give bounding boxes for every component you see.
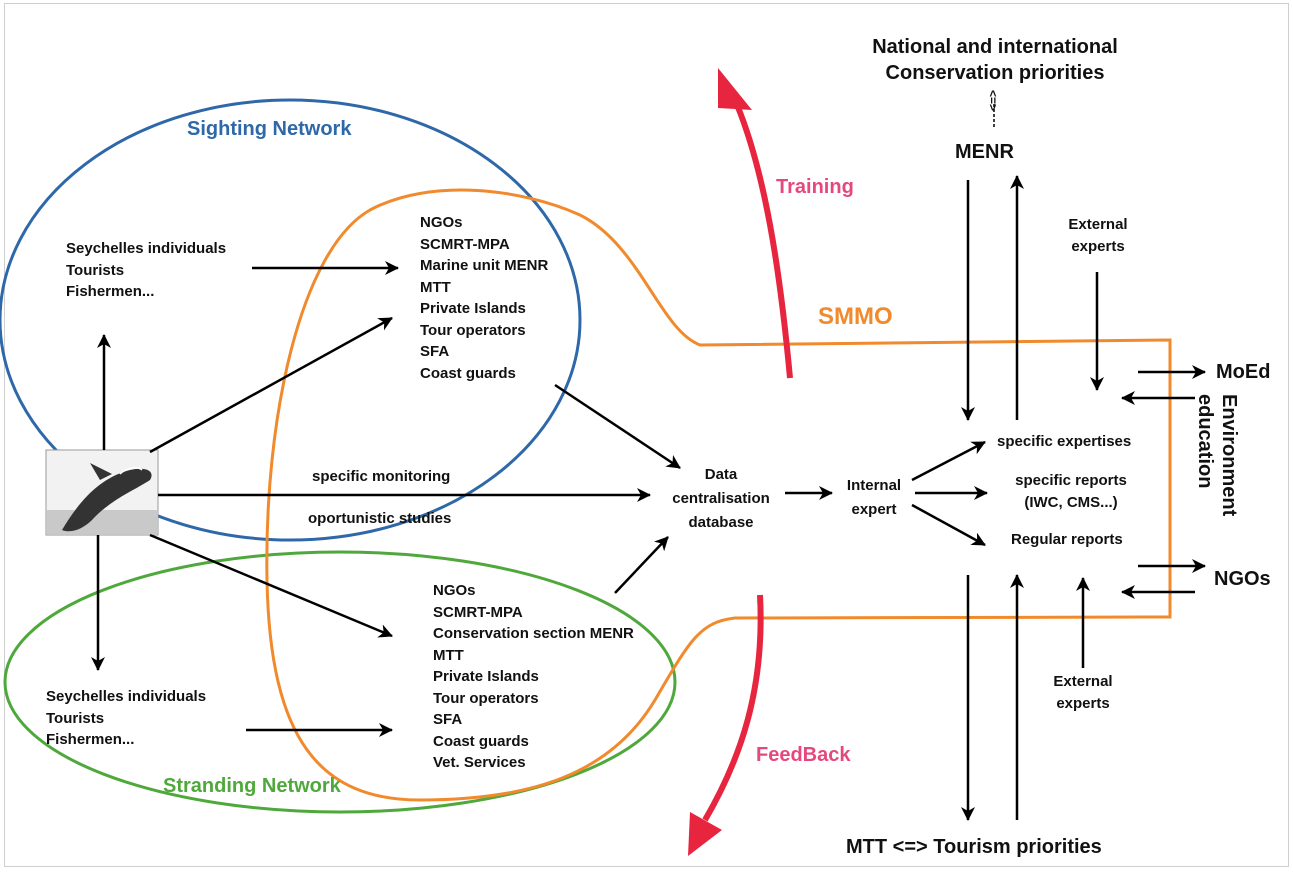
environment-education-label-2: education bbox=[1194, 394, 1216, 489]
stranding-network-ellipse bbox=[3, 550, 677, 814]
list-item: SFA bbox=[433, 711, 463, 728]
internal-expert-node: Internal expert bbox=[846, 477, 902, 518]
list-item: Fishermen... bbox=[66, 283, 155, 300]
list-item: Coast guards bbox=[420, 364, 516, 382]
arrow-sighting-partners-to-database bbox=[554, 383, 681, 470]
equivalence-symbol: <=> bbox=[986, 90, 1000, 112]
oportunistic-studies-label: oportunistic studies bbox=[308, 510, 452, 527]
smmo-label: SMMO bbox=[818, 303, 893, 330]
list-item: Tour operators bbox=[420, 321, 526, 339]
training-arrow bbox=[732, 98, 793, 379]
stranding-partners-list: NGOs SCMRT-MPA Conservation section MENR… bbox=[433, 580, 634, 774]
ngos-node: NGOs bbox=[1214, 568, 1271, 590]
list-item: Conservation section MENR bbox=[433, 625, 634, 642]
output-specific-reports: specific reports (IWC, CMS...) bbox=[1015, 472, 1127, 511]
sighting-public-list: Seychelles individuals Tourists Fisherme… bbox=[66, 238, 226, 303]
list-item: Fishermen... bbox=[46, 731, 135, 748]
list-item: SCMRT-MPA bbox=[433, 603, 523, 621]
external-experts-bottom: External experts bbox=[1053, 673, 1113, 712]
list-item: NGOs bbox=[433, 582, 476, 599]
list-item: SCMRT-MPA bbox=[420, 235, 510, 253]
list-item: Private Islands bbox=[420, 300, 526, 317]
output-specific-expertises: specific expertises bbox=[997, 433, 1132, 450]
arrow-whale-to-sighting-partners bbox=[149, 316, 393, 454]
arrow-expert-to-expertises bbox=[911, 440, 986, 482]
list-item: MTT bbox=[433, 646, 464, 664]
stranding-public-list: Seychelles individuals Tourists Fisherme… bbox=[46, 686, 206, 751]
whale-photo-icon bbox=[45, 449, 159, 536]
list-item: Tourists bbox=[46, 709, 105, 727]
list-item: Private Islands bbox=[433, 668, 539, 685]
arrow-whale-to-stranding-partners bbox=[149, 533, 393, 638]
list-item: Vet. Services bbox=[433, 754, 526, 771]
sighting-network-label: Sighting Network bbox=[187, 118, 352, 140]
database-node: Data centralisation database bbox=[672, 466, 770, 531]
feedback-arrowhead bbox=[688, 812, 722, 856]
list-item: Tour operators bbox=[433, 689, 539, 707]
list-item: NGOs bbox=[420, 214, 463, 231]
list-item: Seychelles individuals bbox=[66, 240, 227, 257]
list-item: Seychelles individuals bbox=[46, 688, 207, 705]
smmo-boundary bbox=[265, 188, 1172, 802]
arrow-expert-to-regular-reports bbox=[911, 503, 986, 547]
sighting-network-ellipse bbox=[0, 98, 582, 542]
environment-education-label: Environment bbox=[1218, 394, 1240, 517]
list-item: MTT bbox=[420, 278, 451, 296]
list-item: Coast guards bbox=[433, 732, 529, 750]
moed-node: MoEd bbox=[1216, 361, 1271, 383]
national-priorities: National and international Conservation … bbox=[872, 36, 1118, 84]
training-arrowhead bbox=[718, 68, 752, 110]
output-regular-reports: Regular reports bbox=[1011, 531, 1123, 548]
tourism-priorities: MTT <=> Tourism priorities bbox=[846, 836, 1102, 858]
sighting-partners-list: NGOs SCMRT-MPA Marine unit MENR MTT Priv… bbox=[420, 212, 548, 384]
stranding-network-label: Stranding Network bbox=[163, 775, 341, 797]
feedback-label: FeedBack bbox=[756, 744, 851, 766]
arrow-stranding-partners-to-database bbox=[614, 536, 669, 594]
external-experts-top: External experts bbox=[1068, 216, 1128, 255]
list-item: Tourists bbox=[66, 261, 125, 279]
specific-monitoring-label: specific monitoring bbox=[312, 468, 451, 485]
feedback-arrow bbox=[702, 594, 764, 822]
training-label: Training bbox=[776, 176, 854, 198]
menr-node: MENR bbox=[955, 141, 1014, 163]
list-item: Marine unit MENR bbox=[420, 257, 549, 274]
diagram-frame bbox=[4, 3, 1289, 867]
list-item: SFA bbox=[420, 343, 450, 360]
